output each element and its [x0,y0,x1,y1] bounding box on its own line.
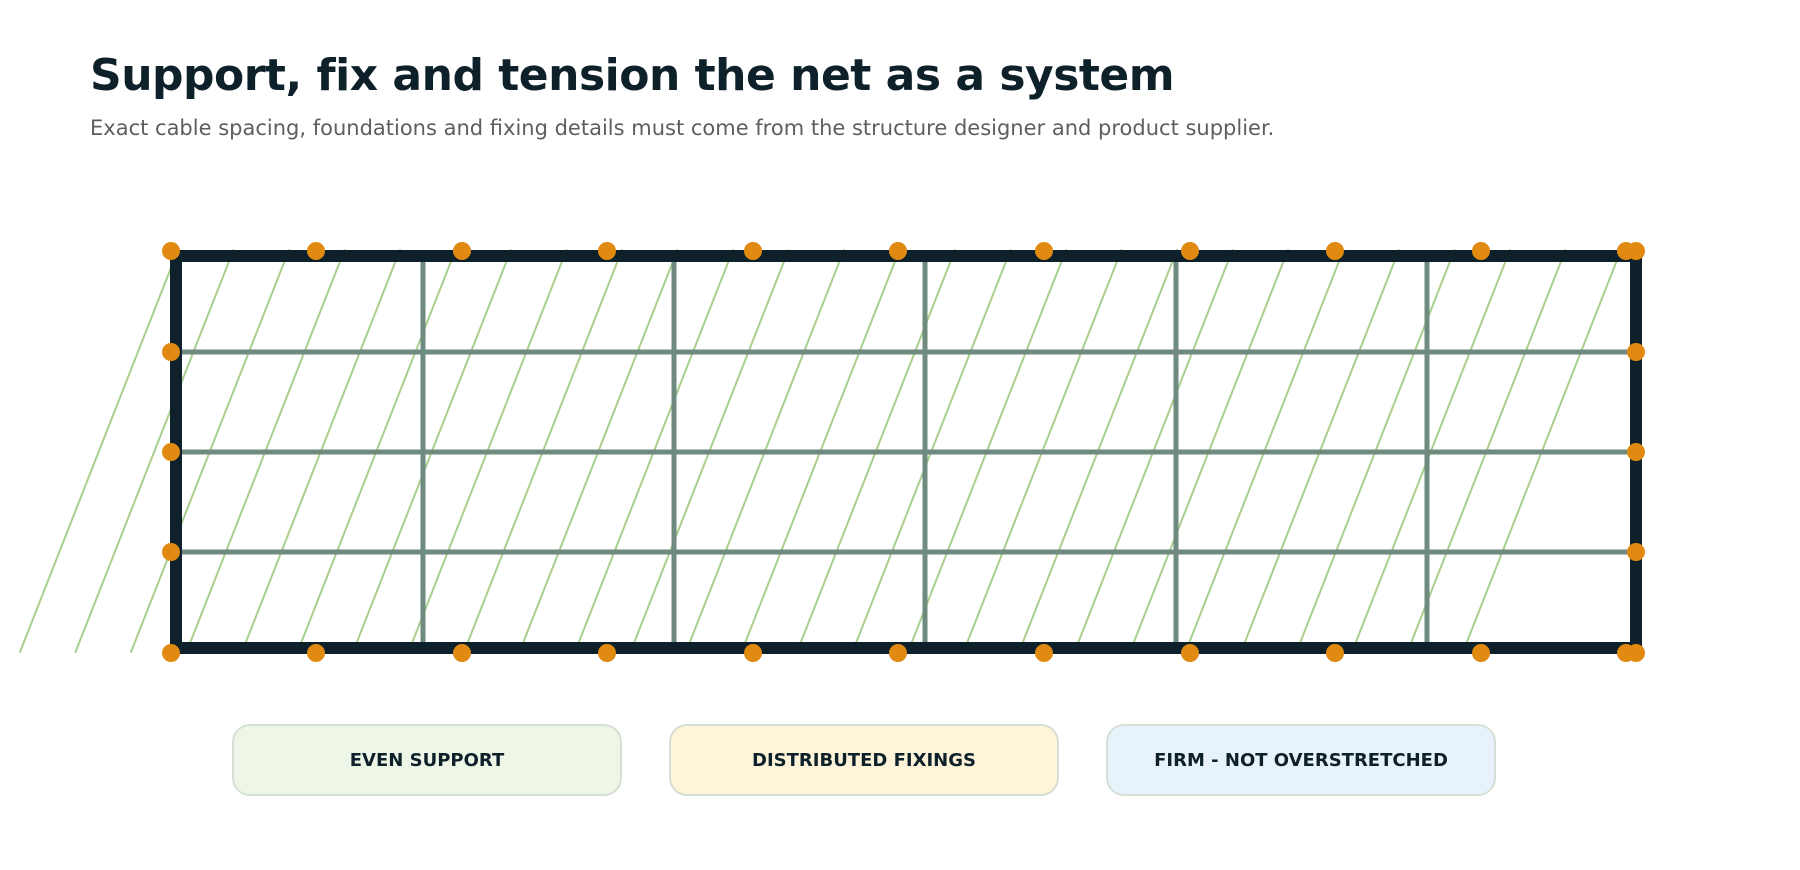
fixing-points [162,242,1645,662]
fixing-point-bottom [889,644,907,662]
fixing-point-bottom [1326,644,1344,662]
fixing-point-bottom [1472,644,1490,662]
fixing-point-top [453,242,471,260]
fixing-point-top [1181,242,1199,260]
distributed-fixings-label: DISTRIBUTED FIXINGS [669,724,1059,796]
fixing-point-bottom [307,644,325,662]
fixing-point-top [889,242,907,260]
fixing-point-bottom [1627,644,1645,662]
net-line [74,249,235,653]
fixing-point-top [1627,242,1645,260]
fixing-point-top [744,242,762,260]
net-line [19,249,179,653]
page-title: Support, fix and tension the net as a sy… [90,50,1175,101]
fixing-point-bottom [162,644,180,662]
fixing-point-bottom [1181,644,1199,662]
fixing-point-bottom [598,644,616,662]
fixing-point-bottom [1035,644,1053,662]
support-cables [176,256,1636,648]
fixing-point-top [1472,242,1490,260]
fixing-point-top [307,242,325,260]
fixing-point-top [162,242,180,260]
fixing-point-top [1326,242,1344,260]
fixing-point-left [162,543,180,561]
firm-not-overstretched-label: FIRM - NOT OVERSTRETCHED [1106,724,1496,796]
fixing-point-top [1035,242,1053,260]
fixing-point-top [598,242,616,260]
fixing-point-right [1627,343,1645,361]
fixing-point-right [1627,443,1645,461]
fixing-point-left [162,343,180,361]
fixing-point-bottom [744,644,762,662]
fixing-point-bottom [453,644,471,662]
fixing-point-left [162,443,180,461]
fixing-point-right [1627,543,1645,561]
even-support-label: EVEN SUPPORT [232,724,622,796]
page-subtitle: Exact cable spacing, foundations and fix… [90,116,1275,140]
